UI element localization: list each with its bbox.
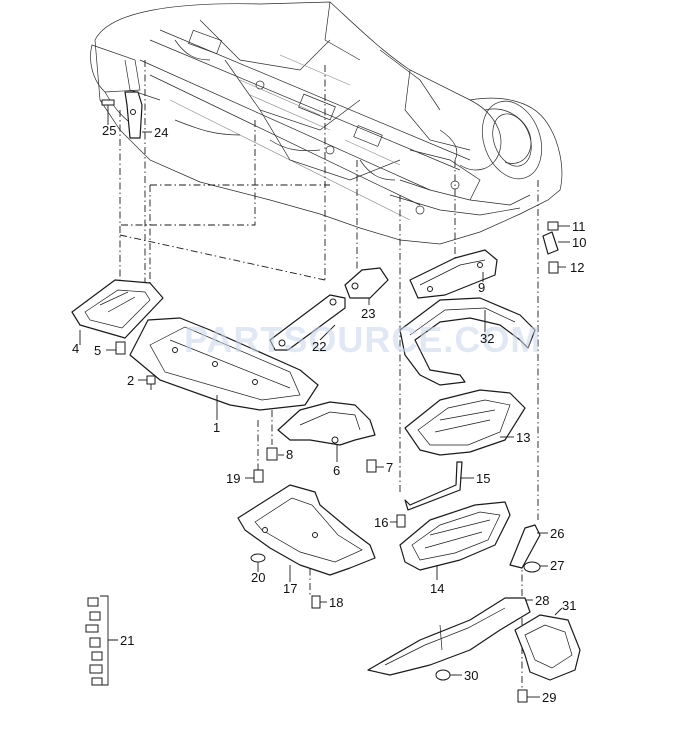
callout-4: 4 [72,341,79,356]
callout-29: 29 [542,690,556,705]
installation-lines [119,60,539,690]
part-28-panel[interactable] [367,597,531,676]
callout-17: 17 [283,581,297,596]
part-22-strip[interactable] [269,294,346,351]
part-31-corner[interactable] [514,614,581,681]
vehicle-underbody [90,1,563,245]
part-24-bracket[interactable] [124,91,143,139]
part-23-bracket[interactable] [344,267,389,299]
callout-26: 26 [550,526,564,541]
callout-23: 23 [361,306,375,321]
leader-lines [79,120,570,698]
callout-12: 12 [570,260,584,275]
part-17-panel[interactable] [237,484,376,576]
callout-1: 1 [213,420,220,435]
part-6-panel[interactable] [277,401,376,446]
callout-13: 13 [516,430,530,445]
callout-5: 5 [94,343,101,358]
callout-7: 7 [386,460,393,475]
part-14-tray[interactable] [399,501,511,571]
callout-16: 16 [374,515,388,530]
callout-9: 9 [478,280,485,295]
part-26-bracket[interactable] [509,524,541,569]
part-1-center-panel[interactable] [129,317,319,411]
callout-11: 11 [572,219,586,234]
callout-31: 31 [562,598,576,613]
callout-21: 21 [120,633,134,648]
callout-19: 19 [226,471,240,486]
callout-27: 27 [550,558,564,573]
part-13-tray[interactable] [404,389,526,456]
callout-numbers: 4 5 2 1 8 6 7 19 22 23 24 25 9 11 10 12 … [72,123,586,705]
part-25-bolt[interactable] [101,99,115,120]
watermark-text: PARTSOURCE.COM [184,319,541,360]
callout-2: 2 [127,373,134,388]
callout-8: 8 [286,447,293,462]
callout-10: 10 [572,235,586,250]
fasteners [85,221,559,703]
callout-14: 14 [430,581,444,596]
callout-25: 25 [102,123,116,138]
callout-20: 20 [251,570,265,585]
callout-15: 15 [476,471,490,486]
callout-28: 28 [535,593,549,608]
part-9-bracket[interactable] [409,249,498,299]
callout-18: 18 [329,595,343,610]
callout-30: 30 [464,668,478,683]
callout-24: 24 [154,125,168,140]
part-15-bracket[interactable] [404,461,463,511]
part-4-front-shield[interactable] [71,279,164,339]
part-32-frame[interactable] [399,297,536,386]
callout-6: 6 [333,463,340,478]
callout-32: 32 [480,331,494,346]
callout-22: 22 [312,339,326,354]
